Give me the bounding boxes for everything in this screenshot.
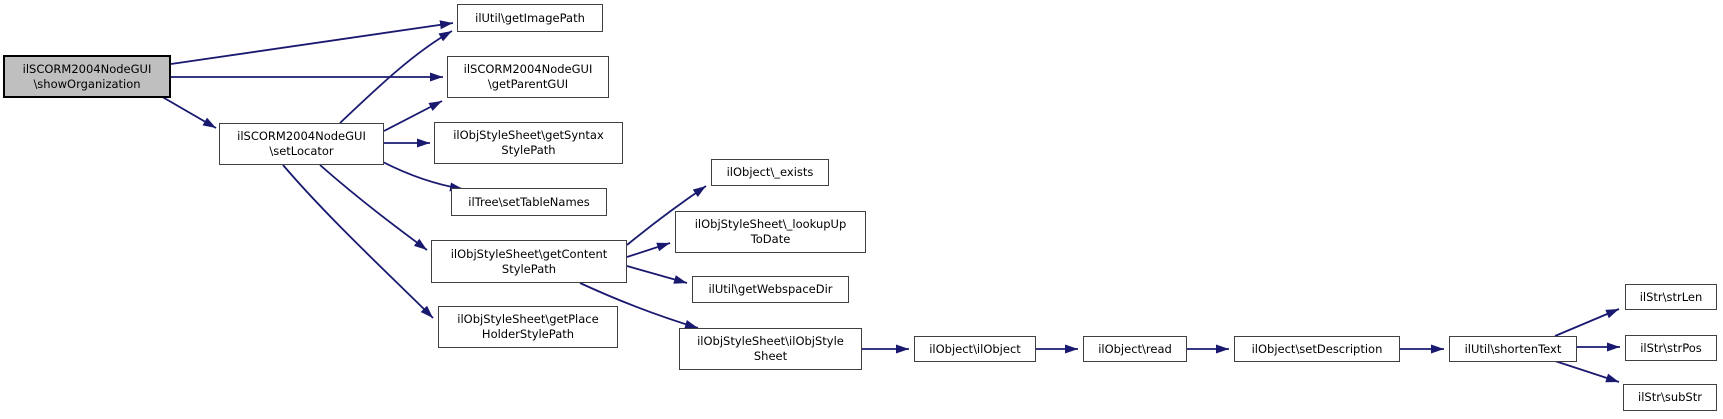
- node-object-read-label: ilObject\read: [1098, 341, 1172, 356]
- node-set-locator[interactable]: ilSCORM2004NodeGUI \setLocator: [219, 123, 384, 165]
- node-get-parent-gui-label-1: ilSCORM2004NodeGUI: [463, 62, 593, 76]
- node-il-obj-style-sheet-label-2: Sheet: [753, 349, 788, 363]
- node-object-exists[interactable]: ilObject\_exists: [711, 159, 829, 186]
- node-show-organization-label-2: \showOrganization: [33, 76, 141, 91]
- edge-shorten-text-to-sub-str: [1554, 360, 1620, 383]
- edge-set-locator-to-get-place-holder-style-path: [282, 164, 434, 319]
- edge-set-locator-to-get-parent-gui: [383, 100, 443, 132]
- node-set-locator-label-2: \setLocator: [269, 144, 334, 158]
- node-show-organization-label-1: ilSCORM2004NodeGUI: [22, 61, 152, 76]
- edge-get-content-style-path-to-lookup-up-to-date: [626, 242, 671, 258]
- node-get-place-holder-style-path[interactable]: ilObjStyleSheet\getPlace HolderStylePath: [438, 306, 618, 348]
- node-il-object[interactable]: ilObject\ilObject: [914, 336, 1036, 362]
- node-lookup-up-to-date-label-1: ilObjStyleSheet\_lookupUp: [694, 217, 847, 231]
- edge-show-organization-to-set-locator: [158, 94, 217, 129]
- node-get-parent-gui[interactable]: ilSCORM2004NodeGUI \getParentGUI: [447, 56, 609, 98]
- node-get-place-holder-style-path-label-1: ilObjStyleSheet\getPlace: [457, 312, 599, 326]
- edge-set-locator-to-set-table-names: [380, 160, 464, 192]
- node-show-organization: ilSCORM2004NodeGUI \showOrganization: [3, 55, 171, 98]
- node-get-syntax-style-path-label-1: ilObjStyleSheet\getSyntax: [453, 128, 604, 142]
- node-sub-str-label: ilStr\subStr: [1638, 390, 1702, 404]
- node-set-description-label: ilObject\setDescription: [1251, 341, 1383, 356]
- node-il-obj-style-sheet[interactable]: ilObjStyleSheet\ilObjStyle Sheet: [679, 328, 862, 370]
- node-object-exists-label: ilObject\_exists: [726, 165, 814, 179]
- node-get-parent-gui-label-2: \getParentGUI: [487, 77, 569, 91]
- node-shorten-text[interactable]: ilUtil\shortenText: [1449, 336, 1577, 362]
- node-str-len[interactable]: ilStr\strLen: [1625, 284, 1717, 310]
- edge-shorten-text-to-str-len: [1554, 308, 1620, 337]
- edge-get-content-style-path-to-get-webspace-dir: [626, 265, 688, 284]
- node-str-pos-label: ilStr\strPos: [1640, 340, 1702, 355]
- node-get-syntax-style-path[interactable]: ilObjStyleSheet\getSyntax StylePath: [434, 122, 623, 164]
- node-get-content-style-path-label-1: ilObjStyleSheet\getContent: [450, 246, 608, 261]
- node-set-table-names[interactable]: ilTree\setTableNames: [451, 188, 607, 216]
- node-get-syntax-style-path-label-2: StylePath: [501, 143, 556, 157]
- node-set-table-names-label: ilTree\setTableNames: [468, 194, 590, 209]
- node-lookup-up-to-date[interactable]: ilObjStyleSheet\_lookupUp ToDate: [675, 211, 866, 253]
- edge-set-locator-to-get-image-path: [339, 30, 453, 124]
- node-shorten-text-label: ilUtil\shortenText: [1464, 341, 1562, 356]
- node-set-description[interactable]: ilObject\setDescription: [1234, 336, 1400, 362]
- node-get-image-path[interactable]: ilUtil\getImagePath: [457, 4, 603, 32]
- node-get-place-holder-style-path-label-2: HolderStylePath: [481, 327, 575, 341]
- node-sub-str[interactable]: ilStr\subStr: [1623, 384, 1717, 411]
- node-get-content-style-path-label-2: StylePath: [501, 261, 557, 276]
- node-get-webspace-dir-label: ilUtil\getWebspaceDir: [708, 282, 833, 296]
- node-set-locator-label-1: ilSCORM2004NodeGUI: [237, 129, 366, 143]
- node-get-webspace-dir[interactable]: ilUtil\getWebspaceDir: [692, 276, 849, 303]
- edge-set-locator-to-get-content-style-path: [319, 164, 428, 251]
- node-lookup-up-to-date-label-2: ToDate: [750, 232, 791, 246]
- node-get-image-path-label: ilUtil\getImagePath: [475, 10, 585, 25]
- node-get-content-style-path[interactable]: ilObjStyleSheet\getContent StylePath: [431, 240, 627, 283]
- node-str-len-label: ilStr\strLen: [1639, 289, 1703, 304]
- edge-get-content-style-path-to-object-exists: [626, 185, 707, 246]
- edge-get-content-style-path-to-il-obj-style-sheet: [579, 282, 699, 329]
- node-il-obj-style-sheet-label-1: ilObjStyleSheet\ilObjStyle: [697, 334, 844, 348]
- node-object-read[interactable]: ilObject\read: [1083, 336, 1187, 362]
- node-str-pos[interactable]: ilStr\strPos: [1625, 335, 1717, 361]
- edge-show-organization-to-get-image-path: [170, 20, 454, 65]
- node-il-object-label: ilObject\ilObject: [929, 341, 1021, 356]
